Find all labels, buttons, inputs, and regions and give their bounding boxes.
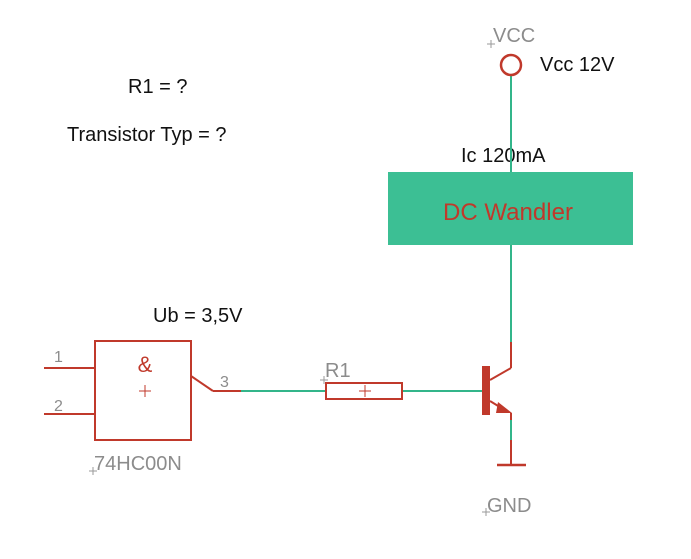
gate-part-label: 74HC00N — [94, 453, 182, 475]
npn-transistor — [482, 342, 512, 420]
vcc-symbol — [487, 40, 523, 77]
gate-ampersand-symbol: & — [138, 352, 153, 377]
supply-voltage-text: Ub = 3,5V — [153, 305, 243, 327]
nand-gate-74hc00n — [44, 340, 241, 475]
vcc-value-text: Vcc 12V — [540, 54, 615, 76]
gate-pin2-label: 2 — [54, 398, 63, 415]
resistor-r1-label: R1 — [325, 360, 351, 382]
transistor-type-question-text: Transistor Typ = ? — [67, 124, 227, 146]
r1-question-text: R1 = ? — [128, 76, 187, 98]
gnd-symbol — [482, 440, 526, 516]
gate-pin3-label: 3 — [220, 374, 229, 391]
vcc-net-label: VCC — [493, 25, 535, 47]
dc-converter-label: DC Wandler — [443, 199, 573, 226]
resistor-r1 — [320, 376, 403, 400]
gate-pin1-label: 1 — [54, 349, 63, 366]
dc-converter-block — [388, 172, 633, 245]
gnd-net-label: GND — [487, 495, 531, 517]
collector-current-text: Ic 120mA — [461, 145, 546, 167]
